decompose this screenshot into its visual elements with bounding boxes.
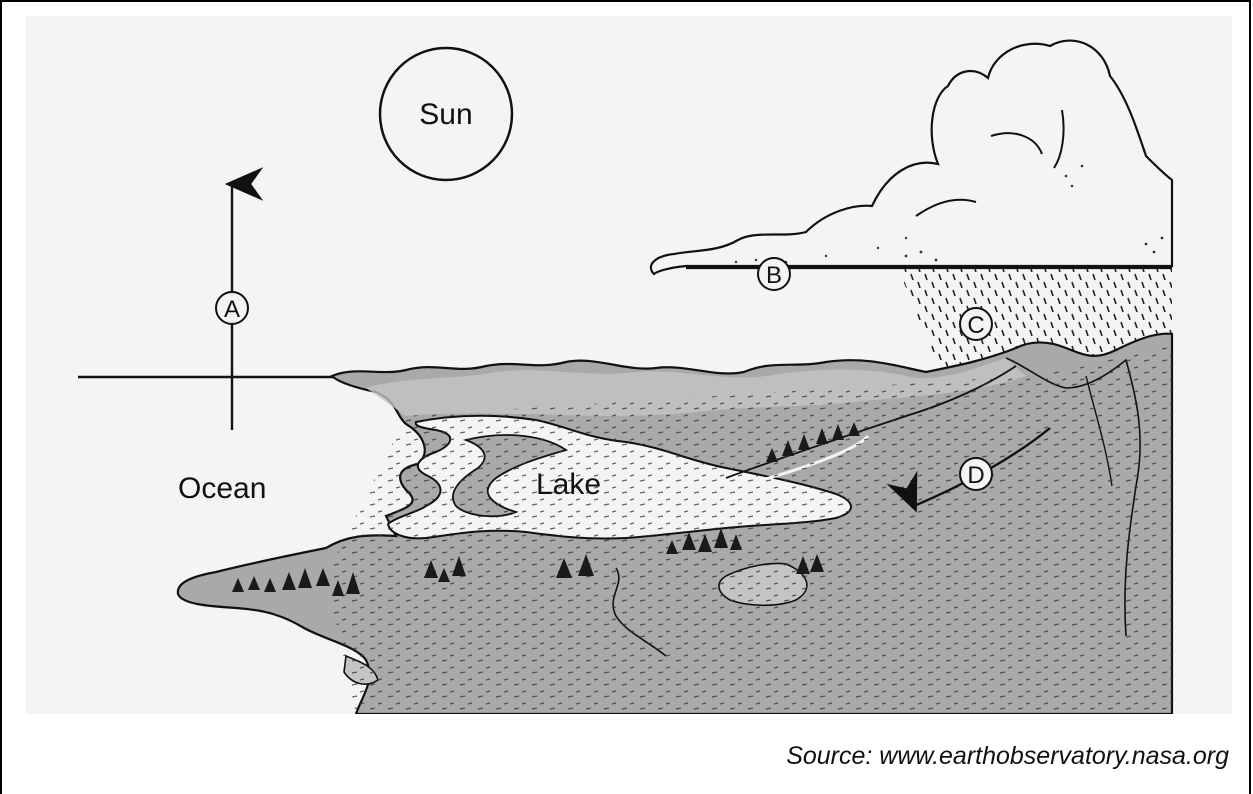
label-d-text: D (967, 462, 984, 489)
label-a: A (215, 291, 249, 325)
label-b: B (757, 257, 791, 291)
sun-circle (378, 46, 514, 182)
sun: Sun (378, 46, 514, 182)
rain-area (898, 268, 1172, 378)
sun-label: Sun (419, 98, 472, 131)
water-cycle-diagram: Sun (26, 16, 1232, 714)
landscape (176, 332, 1174, 714)
label-c: C (959, 307, 993, 341)
source-caption: Source: www.earthobservatory.nasa.org (786, 742, 1229, 770)
trees (232, 422, 860, 596)
diagram-canvas: Sun (78, 39, 1174, 714)
label-c-text: C (967, 312, 984, 339)
ocean-label: Ocean (178, 472, 266, 505)
label-d: D (959, 457, 993, 491)
label-a-text: A (224, 296, 240, 323)
cloud (649, 39, 1174, 276)
label-b-text: B (766, 262, 782, 289)
lake-label: Lake (536, 468, 601, 501)
